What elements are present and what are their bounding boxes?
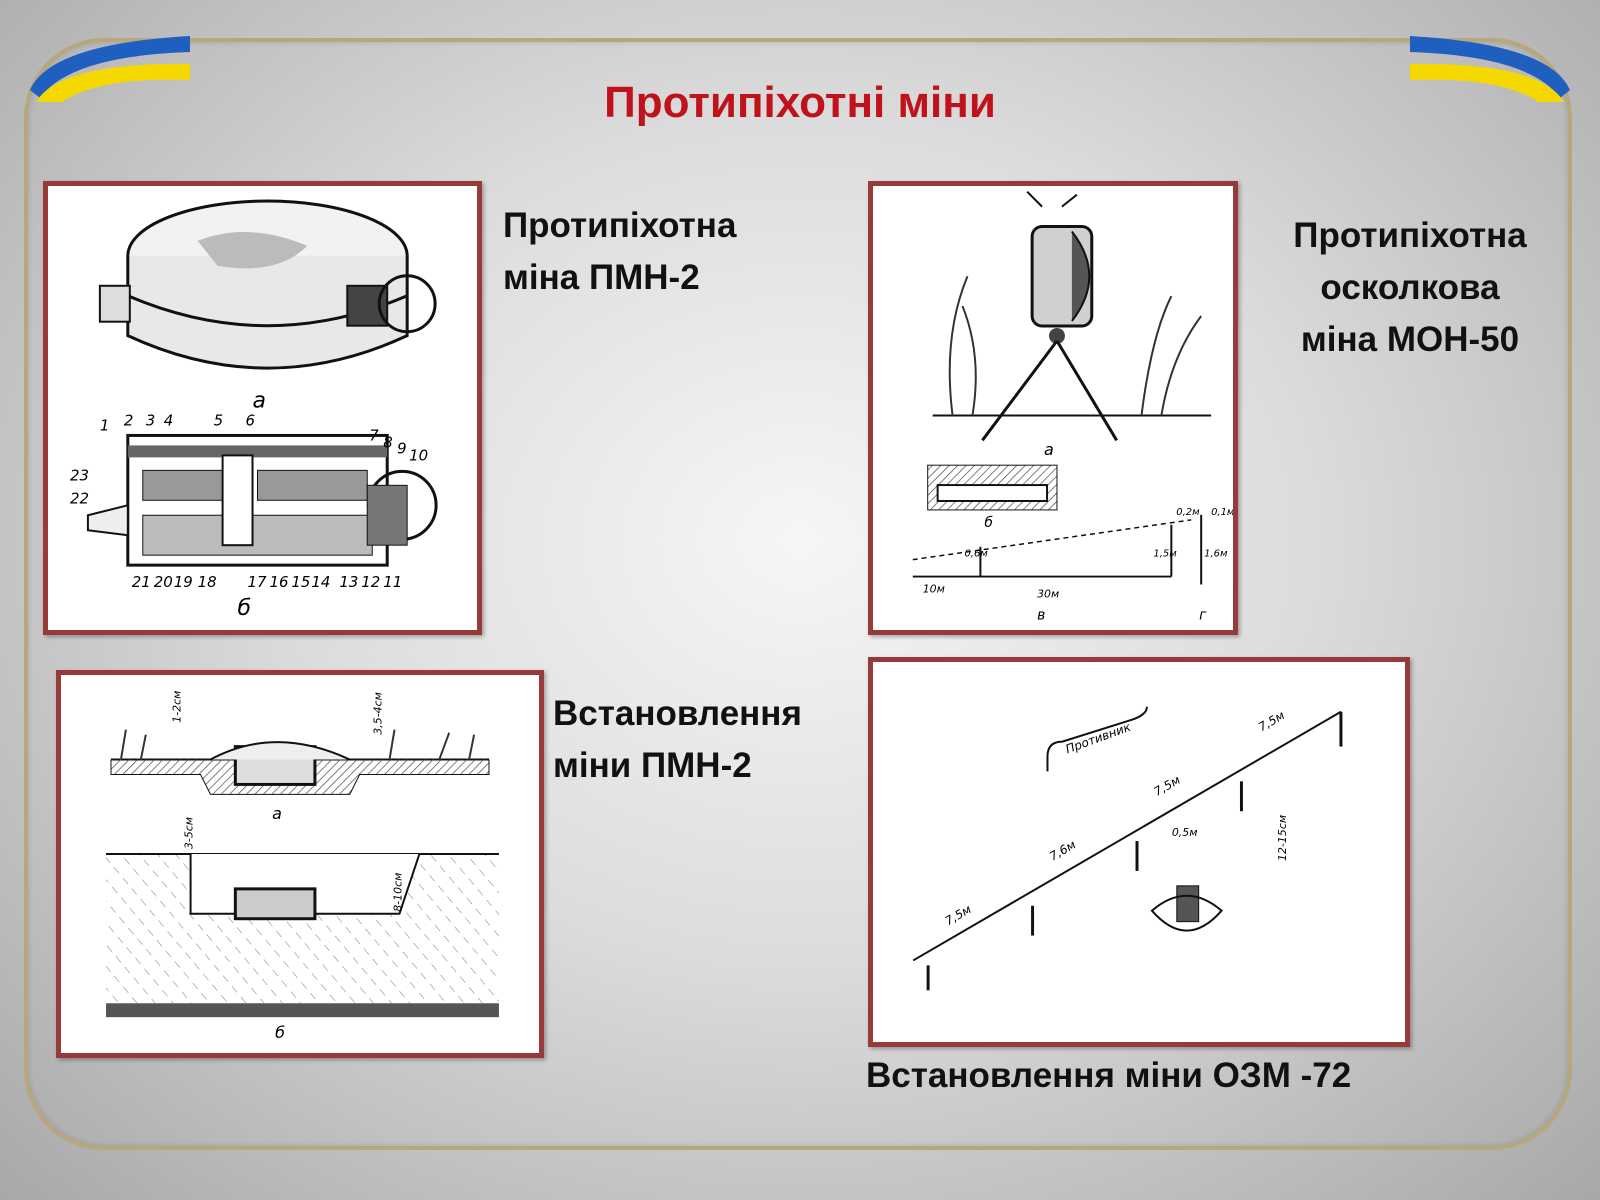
slide-frame	[24, 38, 1572, 1150]
pmn2-caption: Протипіхотна міна ПМН-2	[503, 200, 736, 304]
mon50-h-16: 1,6м	[1204, 549, 1228, 560]
pmn2-part-11: 11	[383, 573, 402, 591]
pmn2-label-b: б	[238, 596, 252, 621]
ozm72-height: 12-15см	[1276, 815, 1289, 861]
pmn2-part-16: 16	[269, 573, 288, 591]
pmn2-install-caption-line2: міни ПМН-2	[553, 746, 752, 785]
pmn2-part-4: 4	[164, 411, 174, 429]
mon50-dist-10: 10м	[923, 582, 945, 595]
ozm72-caption: Встановлення міни ОЗМ -72	[866, 1056, 1352, 1095]
pmn2-part-2: 2	[124, 411, 134, 429]
pmn2-part-22: 22	[70, 489, 89, 507]
mon50-label-a: а	[1044, 440, 1054, 459]
pmn2-part-10: 10	[409, 446, 428, 464]
ozm72-span3: 7,5м	[1151, 773, 1182, 799]
pmn2-part-3: 3	[146, 411, 156, 429]
pmn2-part-12: 12	[361, 573, 380, 591]
mon50-label-v: в	[1037, 607, 1045, 623]
install-depth-top: 1-2см	[171, 691, 184, 723]
ozm72-diagram: Противник 7,5м 7,6м 7,5м 7,5м 0,5м 12-15…	[912, 706, 1343, 991]
mon50-h-02: 0,2м	[1176, 507, 1200, 518]
mon50-diagram-panel: а б 10м 30м 0,6м 1,5м 1,6м 0,2м 0,1м в г	[868, 181, 1238, 635]
pmn2-part-15: 15	[291, 573, 310, 591]
mon50-h-01: 0,1м	[1211, 507, 1233, 518]
pmn2-part-20: 20	[154, 573, 173, 591]
pmn2-install-caption: Встановлення міни ПМН-2	[553, 688, 802, 792]
pmn2-install-diagram: 1-2см 3,5-4см а 3-5см 8-10см б	[106, 691, 499, 1042]
pmn2-part-7: 7	[369, 426, 379, 444]
mon50-caption-line2: осколкова	[1320, 268, 1500, 307]
pmn2-part-6: 6	[246, 411, 256, 429]
pmn2-part-9: 9	[397, 439, 407, 457]
ozm72-span1: 7,5м	[943, 902, 974, 928]
mon50-caption-line3: міна МОН-50	[1300, 320, 1520, 359]
pmn2-part-14: 14	[311, 573, 330, 591]
slide-title: Протипіхотні міни	[604, 78, 996, 127]
pmn2-part-8: 8	[383, 433, 393, 451]
install-label-a: а	[272, 804, 282, 823]
mon50-h-06: 0,6м	[964, 549, 988, 560]
pmn2-caption-line1: Протипіхотна	[503, 206, 737, 245]
ozm72-diagram-panel: Противник 7,5м 7,6м 7,5м 7,5м 0,5м 12-15…	[868, 657, 1410, 1047]
mon50-caption-line1: Протипіхотна	[1293, 216, 1527, 255]
pmn2-part-5: 5	[214, 411, 224, 429]
pmn2-caption-line2: міна ПМН-2	[503, 258, 700, 297]
mon50-diagram: а б 10м 30м 0,6м 1,5м 1,6м 0,2м 0,1м в г	[912, 190, 1233, 623]
pmn2-part-1: 1	[100, 416, 110, 434]
ozm72-offset: 0,5м	[1172, 826, 1198, 839]
pmn2-part-13: 13	[339, 573, 358, 591]
ukraine-flag-right-icon	[1410, 36, 1570, 102]
install-depth-hole: 8-10см	[391, 873, 404, 912]
pmn2-label-a: а	[253, 389, 266, 414]
install-label-b: б	[275, 1023, 285, 1042]
pmn2-install-caption-line1: Встановлення	[553, 694, 802, 733]
mon50-label-g: г	[1199, 607, 1207, 623]
pmn2-part-21: 21	[132, 573, 151, 591]
ozm72-span4: 7,5м	[1256, 708, 1287, 734]
pmn2-part-17: 17	[248, 573, 268, 591]
mon50-caption: Протипіхотна осколкова міна МОН-50	[1265, 210, 1555, 366]
pmn2-part-18: 18	[198, 573, 217, 591]
install-depth-cover: 3-5см	[183, 817, 196, 849]
pmn2-part-23: 23	[70, 466, 89, 484]
pmn2-part-19: 19	[174, 573, 193, 591]
mon50-label-b: б	[984, 515, 993, 531]
install-depth-right: 3,5-4см	[372, 692, 385, 735]
mon50-dist-30: 30м	[1037, 587, 1059, 600]
ukraine-flag-left-icon	[30, 36, 190, 102]
mon50-h-15: 1,5м	[1153, 549, 1177, 560]
pmn2-diagram: а 1 2 3 4 5 6 7 8 9 10 11 12 13 14 15 16…	[70, 199, 438, 621]
ozm72-span2: 7,6м	[1047, 837, 1078, 863]
pmn2-diagram-panel: а 1 2 3 4 5 6 7 8 9 10 11 12 13 14 15 16…	[43, 181, 482, 635]
pmn2-install-panel: 1-2см 3,5-4см а 3-5см 8-10см б	[56, 670, 544, 1058]
